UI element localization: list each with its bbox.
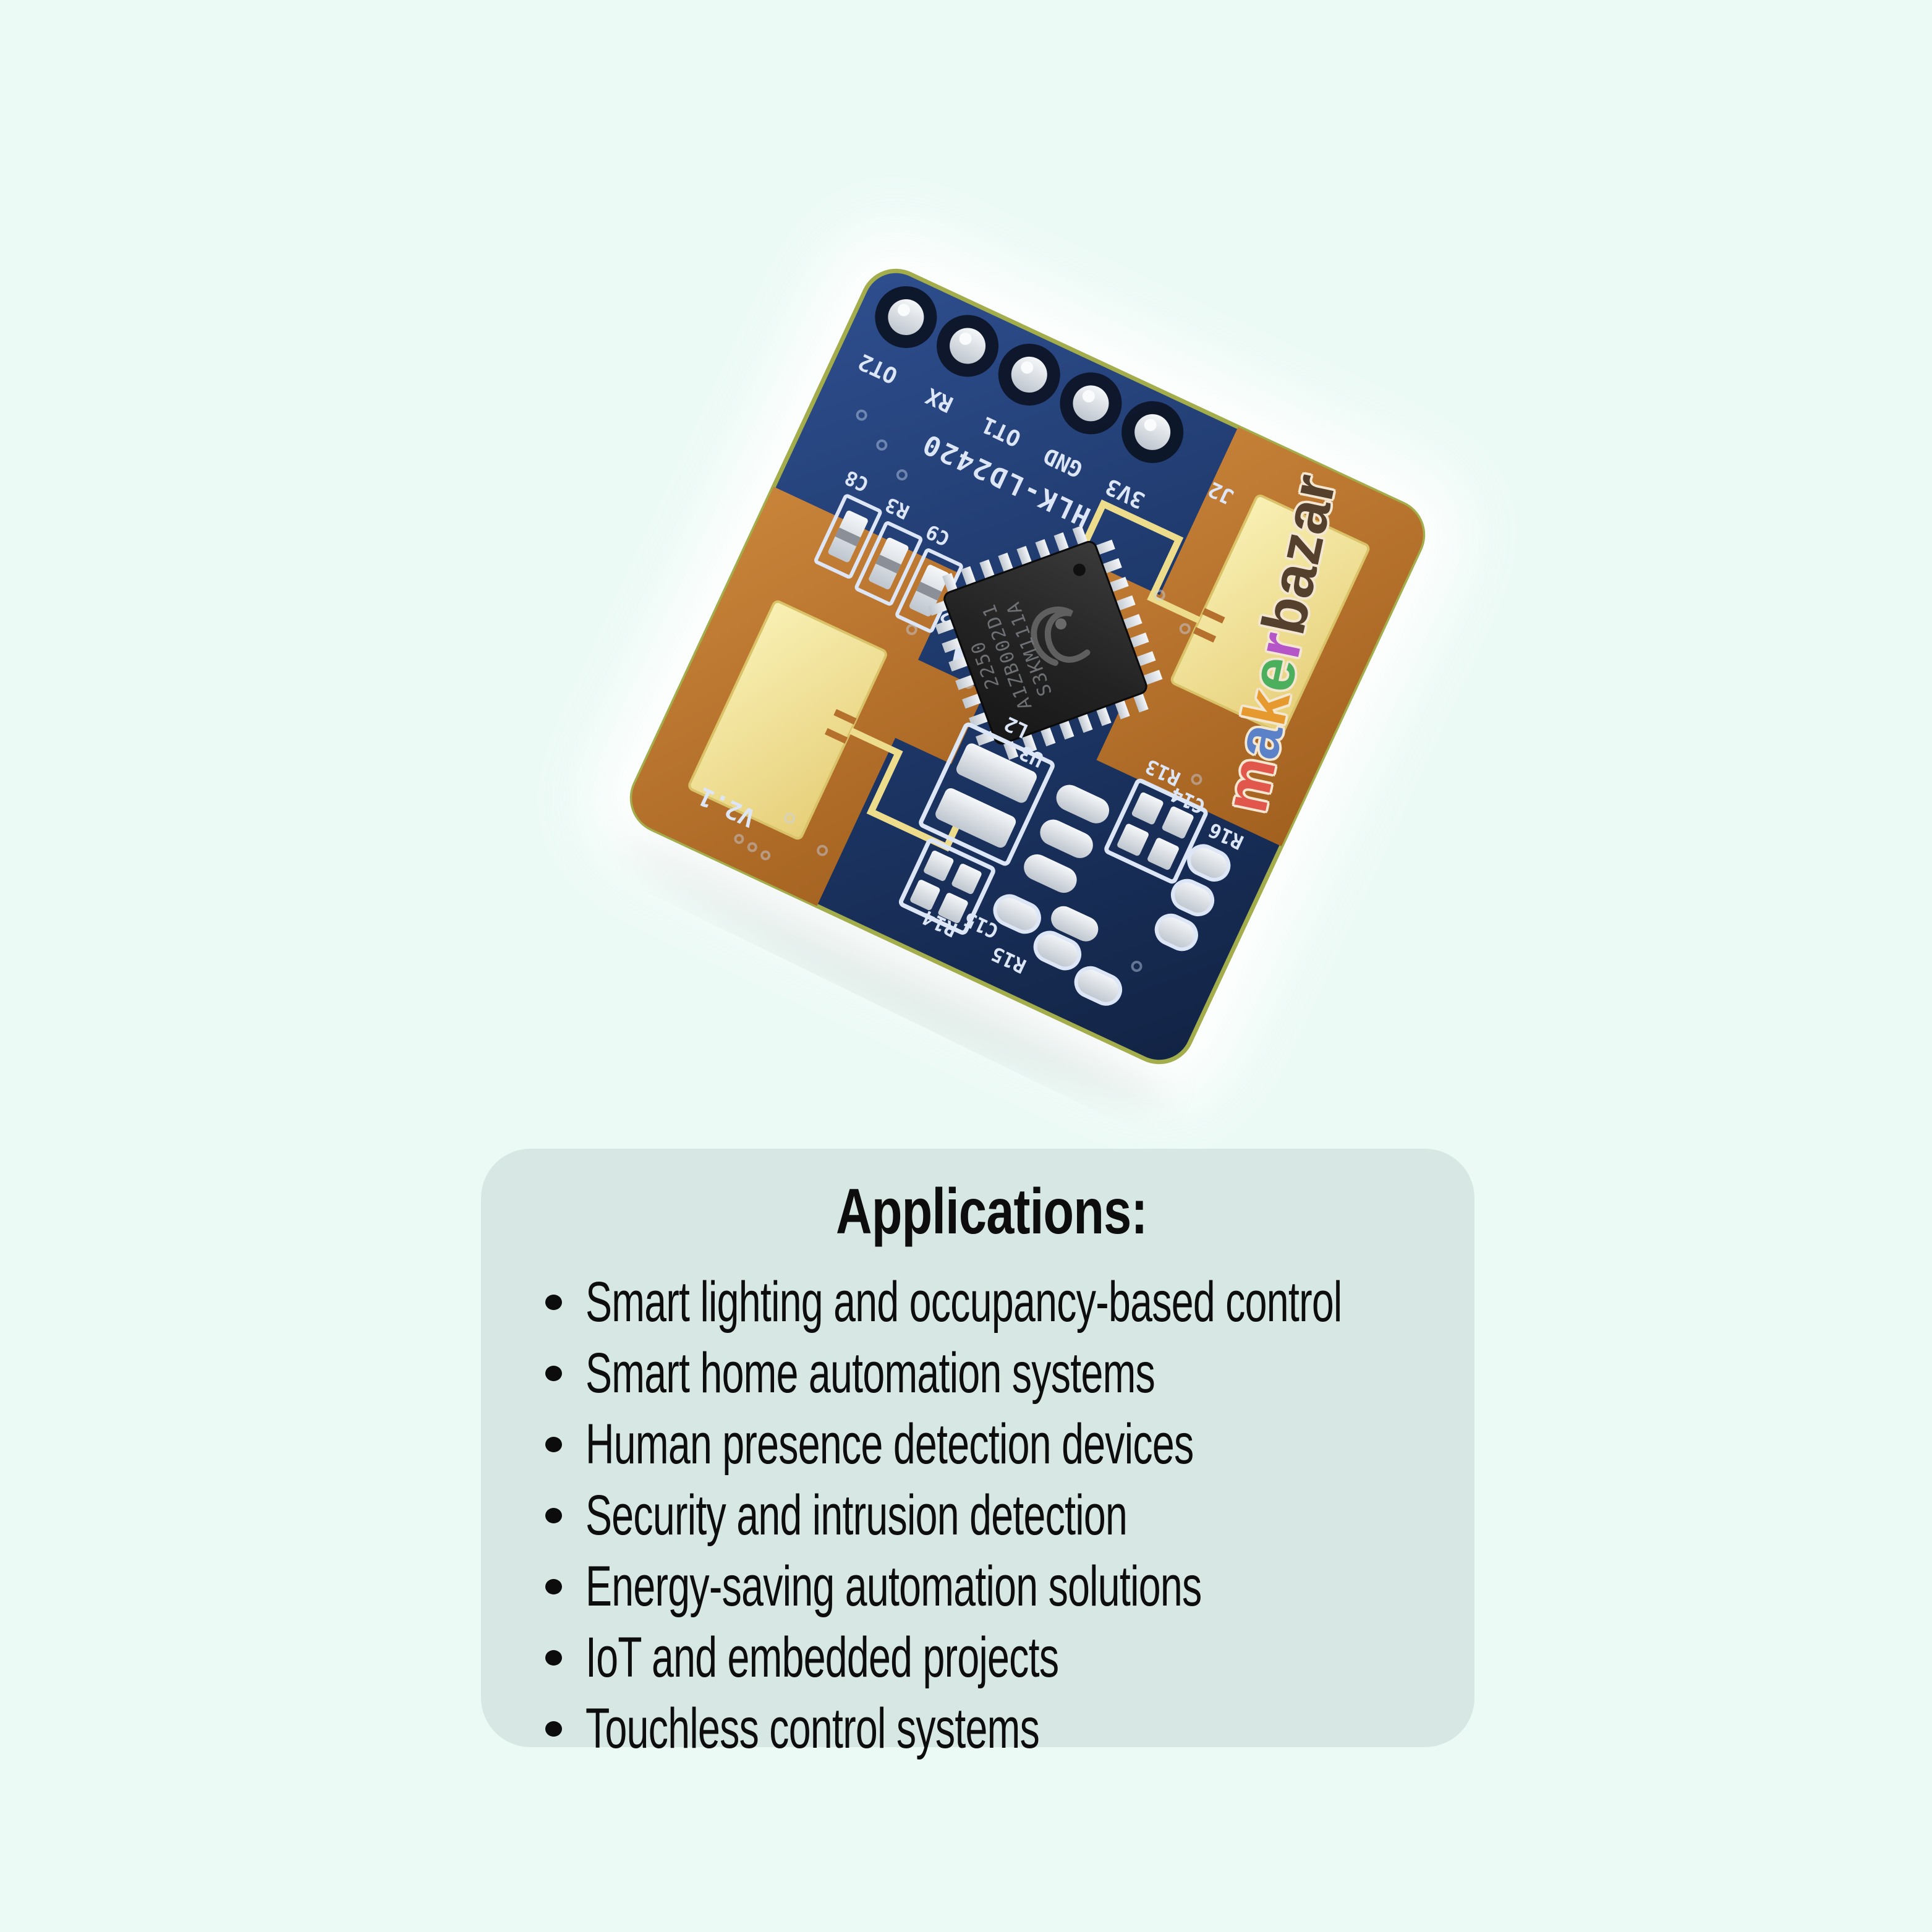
applications-card: Applications: Smart lighting and occupan… — [481, 1149, 1475, 1760]
list-item: Security and intrusion detection — [545, 1480, 1437, 1551]
chip-body — [943, 540, 1147, 745]
patch-notch — [1193, 627, 1217, 643]
list-item-text: Security and intrusion detection — [585, 1483, 1128, 1547]
list-item: Human presence detection devices — [545, 1409, 1437, 1480]
bullet-icon — [545, 1294, 562, 1310]
feed-trace-right — [1078, 499, 1201, 624]
list-item: Smart home automation systems — [545, 1338, 1437, 1409]
list-item: Touchless control systems — [545, 1693, 1437, 1764]
bottom-components — [898, 722, 1231, 1006]
patch-notch — [1202, 608, 1225, 624]
bullet-icon — [545, 1721, 562, 1737]
list-item-text: IoT and embedded projects — [585, 1625, 1059, 1689]
list-item-text: Touchless control systems — [585, 1696, 1040, 1760]
pcb-board: OT2 RX OT1 GND 3V3 J2 HLK-LD2420 — [585, 224, 1470, 1109]
radar-chip: S3KM111A A1ZB002D1 2250 — [928, 526, 1163, 760]
chip-logo — [1031, 606, 1091, 666]
list-item-text: Smart home automation systems — [585, 1341, 1155, 1405]
list-item: Energy-saving automation solutions — [545, 1551, 1437, 1622]
bullet-icon — [545, 1578, 562, 1594]
list-item: IoT and embedded projects — [545, 1622, 1437, 1693]
applications-list: Smart lighting and occupancy-based contr… — [545, 1267, 1437, 1764]
bullet-icon — [545, 1365, 562, 1381]
chip-pins — [928, 526, 1163, 760]
applications-title: Applications: — [545, 1173, 1437, 1251]
feed-trace-left — [849, 728, 972, 852]
antenna-patch-right — [1170, 495, 1370, 734]
patch-notch — [833, 709, 857, 725]
header-pads — [875, 286, 1184, 463]
cap-bodies — [828, 510, 950, 617]
list-item: Smart lighting and occupancy-based contr… — [545, 1267, 1437, 1338]
patch-notch — [824, 728, 848, 744]
chip-pin1-dot — [1073, 563, 1086, 576]
list-item-text: Energy-saving automation solutions — [585, 1554, 1202, 1618]
bullet-icon — [545, 1649, 562, 1666]
list-item-text: Human presence detection devices — [585, 1412, 1194, 1476]
bullet-icon — [545, 1507, 562, 1523]
cap-group — [814, 494, 963, 633]
antenna-patch-left — [688, 600, 887, 840]
bullet-icon — [545, 1436, 562, 1452]
list-item-text: Smart lighting and occupancy-based contr… — [585, 1270, 1342, 1334]
applications-title-text: Applications: — [835, 1176, 1147, 1248]
